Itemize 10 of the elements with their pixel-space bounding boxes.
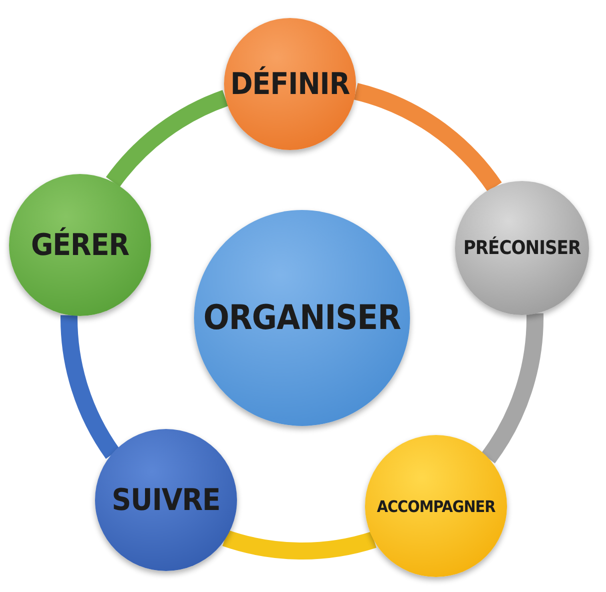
node-label: DÉFINIR [230, 66, 350, 102]
ring-arc [481, 313, 544, 463]
ring-arc [222, 530, 376, 560]
ring-arc [353, 83, 502, 192]
node-label: PRÉCONISER [463, 237, 581, 259]
node-label: GÉRER [30, 228, 130, 262]
node-label: SUIVRE [112, 482, 220, 518]
node-label: ACCOMPAGNER [376, 496, 496, 516]
ring-arc [60, 314, 120, 459]
node-label: ORGANISER [203, 298, 401, 338]
